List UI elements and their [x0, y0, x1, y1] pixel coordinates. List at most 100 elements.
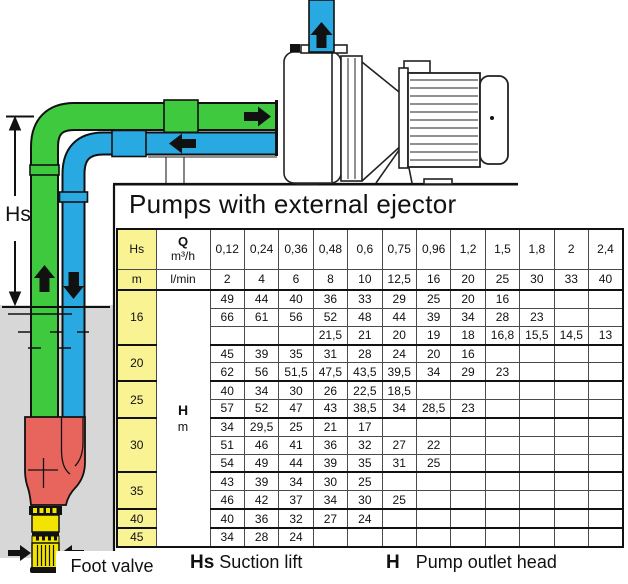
head-value-cell: 36: [312, 435, 349, 455]
head-value-cell: 36: [312, 288, 349, 309]
legend-h-text: Pump outlet head: [415, 552, 557, 572]
head-value-cell: [553, 362, 589, 382]
head-value-cell: [415, 416, 452, 437]
head-value-cell: [519, 380, 555, 401]
flow-lmin-cell: 12,5: [381, 268, 417, 291]
hs-column-header: Hs: [116, 228, 157, 270]
head-value-cell: [484, 508, 521, 529]
head-value-cell: [519, 471, 555, 492]
head-value-cell: [450, 471, 486, 492]
head-value-cell: 18,5: [381, 380, 417, 401]
head-value-cell: 25: [381, 490, 417, 510]
head-value-cell: [553, 399, 589, 419]
head-value-cell: [484, 380, 521, 401]
hs-value-cell: 35: [116, 471, 157, 510]
head-value-cell: 38,5: [347, 399, 383, 419]
head-value-cell: [519, 435, 555, 455]
flow-lmin-cell: 16: [415, 268, 452, 291]
head-value-cell: [415, 490, 452, 510]
flow-lmin-cell: 6: [278, 268, 314, 291]
head-value-cell: 62: [209, 362, 245, 382]
legend-hs-symbol: Hs: [190, 552, 215, 573]
head-value-cell: [450, 453, 486, 473]
head-value-cell: 34: [278, 471, 314, 492]
flow-up-arrow-outlet: [310, 22, 333, 48]
head-value-cell: [519, 490, 555, 510]
head-value-cell: [347, 526, 383, 548]
head-value-cell: 35: [347, 453, 383, 473]
head-value-cell: 32: [278, 508, 314, 529]
flow-up-arrow-green: [34, 265, 55, 292]
head-value-cell: [587, 490, 624, 510]
head-value-cell: 40: [209, 508, 245, 529]
head-value-cell: [278, 325, 314, 346]
flow-m3h-cell: 1,5: [484, 228, 521, 270]
head-value-cell: [587, 453, 624, 473]
legend-hs-text: Suction lift: [219, 552, 303, 572]
head-value-cell: [553, 288, 589, 309]
head-value-cell: [553, 416, 589, 437]
head-value-cell: 49: [209, 288, 245, 309]
hs-value-cell: 40: [116, 508, 157, 529]
head-value-cell: 54: [209, 453, 245, 473]
flow-lmin-cell: 33: [553, 268, 589, 291]
head-value-cell: 29: [381, 288, 417, 309]
head-value-cell: [587, 508, 624, 529]
head-value-cell: 16: [484, 288, 521, 309]
head-value-cell: 52: [312, 307, 349, 327]
flow-lmin-cell: 4: [243, 268, 280, 291]
flow-right-arrow-green: [244, 106, 271, 127]
head-value-cell: 16: [450, 343, 486, 364]
hs-value-cell: 25: [116, 380, 157, 419]
head-value-cell: [450, 490, 486, 510]
head-value-cell: 36: [243, 508, 280, 529]
flow-m3h-cell: 0,48: [312, 228, 349, 270]
hs-dimension-arrow: [6, 115, 34, 307]
head-value-cell: 29: [450, 362, 486, 382]
head-value-cell: 28: [347, 343, 383, 364]
intake-arrow-left: [8, 545, 31, 561]
head-value-cell: 23: [484, 362, 521, 382]
head-value-cell: [450, 435, 486, 455]
head-value-cell: [519, 288, 555, 309]
head-value-cell: [553, 526, 589, 548]
head-value-cell: [415, 471, 452, 492]
head-value-cell: 43,5: [347, 362, 383, 382]
flow-unit-m3h: m³/h: [171, 249, 195, 264]
head-value-cell: [587, 362, 624, 382]
pipe-coupling: [111, 129, 147, 158]
legend-h-symbol: H: [386, 552, 400, 573]
head-value-cell: 48: [347, 307, 383, 327]
page-title: Pumps with external ejector: [129, 189, 457, 219]
head-value-cell: 39: [243, 471, 280, 492]
head-value-cell: 46: [243, 435, 280, 455]
flow-lmin-cell: 10: [347, 268, 383, 291]
head-value-cell: 44: [278, 453, 314, 473]
flow-m3h-cell: 0,6: [347, 228, 383, 270]
head-value-cell: 16,8: [484, 325, 521, 346]
head-value-cell: 20: [415, 343, 452, 364]
head-value-cell: [484, 471, 521, 492]
head-value-cell: 30: [347, 490, 383, 510]
head-value-cell: 22,5: [347, 380, 383, 401]
head-value-cell: [209, 325, 245, 346]
head-value-cell: 45: [209, 343, 245, 364]
head-value-cell: 22: [415, 435, 452, 455]
head-value-cell: [587, 471, 624, 492]
head-value-cell: 25: [278, 416, 314, 437]
head-value-cell: 34: [381, 399, 417, 419]
head-value-cell: [519, 453, 555, 473]
flow-m3h-cell: 1,2: [450, 228, 486, 270]
head-value-cell: 35: [278, 343, 314, 364]
head-value-cell: 17: [347, 416, 383, 437]
head-value-cell: [587, 435, 624, 455]
